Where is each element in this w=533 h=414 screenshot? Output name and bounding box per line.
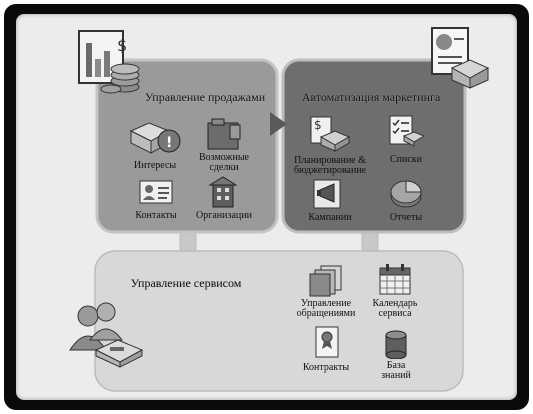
cases-files-icon [309, 265, 342, 297]
sales-chart-icon: $ [78, 30, 140, 94]
opportunities-folder-icon [207, 118, 241, 150]
svg-text:!: ! [166, 135, 172, 151]
campaigns-megaphone-icon [313, 179, 341, 209]
flow-arrow [270, 112, 287, 136]
contacts-card-icon [139, 180, 173, 204]
leads-phone-icon: ! [129, 122, 181, 154]
calendar-icon [379, 264, 411, 295]
cases-label: Управление обращениями [296, 298, 356, 319]
opportunities-label: Возможные сделки [199, 152, 249, 173]
reports-piechart-icon [390, 180, 422, 208]
organizations-building-icon [208, 176, 238, 208]
lists-label: Списки [389, 154, 423, 165]
service-people-phone-icon [69, 302, 144, 368]
marketing-title: Автоматизация маркетинга [301, 90, 441, 104]
leads-label: Интересы [133, 160, 177, 171]
svg-text:$: $ [117, 36, 127, 55]
contracts-certificate-icon [315, 326, 339, 358]
planning-label: Планирование & бюджетирование [293, 155, 367, 176]
reports-label: Отчеты [389, 212, 423, 223]
planning-budget-icon: $ [310, 116, 351, 152]
campaigns-label: Кампании [308, 212, 352, 223]
contacts-label: Контакты [135, 210, 177, 221]
sales-title: Управление продажами [144, 90, 266, 104]
svg-text:$: $ [314, 118, 322, 132]
service-title: Управление сервисом [130, 276, 242, 290]
knowledge-base-database-icon [385, 330, 407, 359]
organizations-label: Организации [196, 210, 252, 221]
calendar-label: Календарь сервиса [372, 298, 418, 319]
knowledge-base-label: База знаний [381, 360, 411, 381]
marketing-document-icon [431, 27, 490, 89]
lists-checklist-icon [389, 115, 426, 147]
contracts-label: Контракты [302, 362, 350, 373]
